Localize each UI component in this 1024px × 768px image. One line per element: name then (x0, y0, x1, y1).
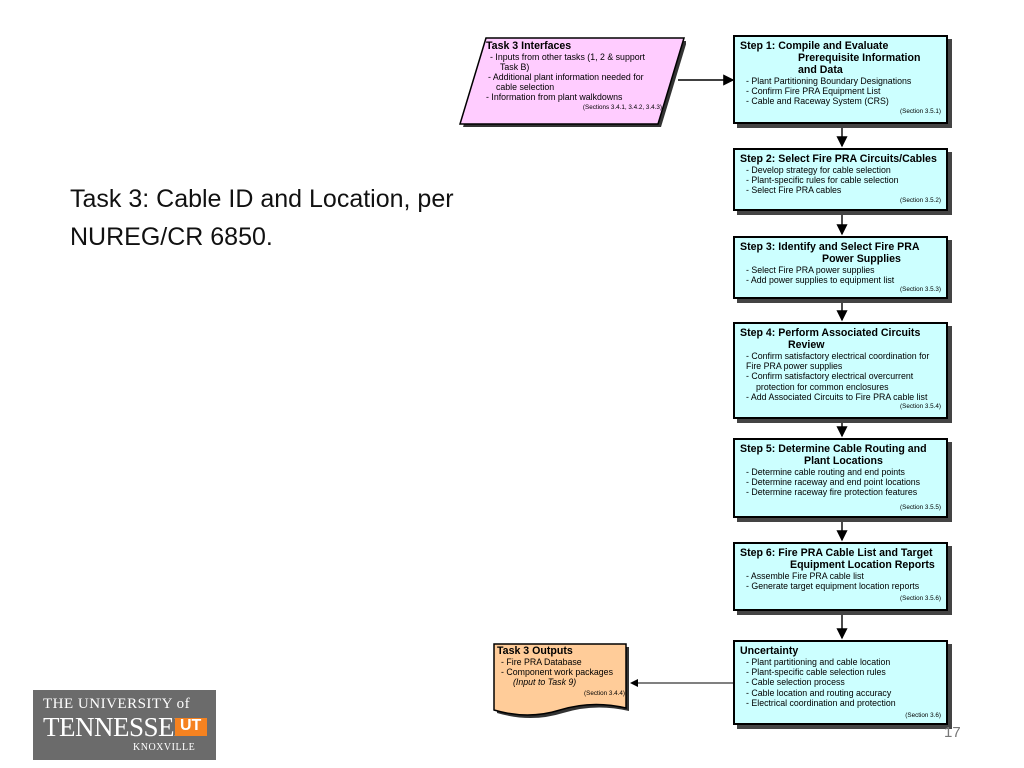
step-3-title: Step 3: Identify and Select Fire PRA (740, 241, 920, 253)
inputs-item: cable selection (496, 82, 555, 92)
step-4-ref: (Section 3.5.4) (900, 403, 941, 411)
step-1-item: - Cable and Raceway System (CRS) (746, 96, 889, 107)
logo-line2: TENNESSEE (43, 712, 191, 742)
step-6-title-cont: Equipment Location Reports (790, 559, 935, 571)
outputs-item: (Input to Task 9) (513, 677, 577, 687)
step-6-title: Step 6: Fire PRA Cable List and Target (740, 547, 933, 559)
outputs-shape (493, 643, 629, 718)
slide-title: Task 3: Cable ID and Location, per NUREG… (70, 185, 454, 251)
step-2-item: - Plant-specific rules for cable selecti… (746, 175, 899, 186)
step-2-title: Step 2: Select Fire PRA Circuits/Cables (740, 153, 937, 165)
ut-text: UT (180, 717, 202, 734)
page-number: 17 (944, 724, 961, 741)
step-2-item: - Develop strategy for cable selection (746, 165, 891, 175)
step-2-box: Step 2: Select Fire PRA Circuits/Cables … (733, 148, 948, 211)
uncertainty-box: Uncertainty - Plant partitioning and cab… (733, 640, 948, 725)
step-3-ref: (Section 3.5.3) (900, 286, 941, 294)
step-5-title: Step 5: Determine Cable Routing and (740, 443, 927, 455)
inputs-item: - Inputs from other tasks (1, 2 & suppor… (490, 52, 645, 62)
step-1-item: - Confirm Fire PRA Equipment List (746, 86, 881, 97)
uncertainty-item: - Cable selection process (746, 677, 845, 688)
inputs-item: Task B) (500, 62, 530, 72)
university-logo: THE UNIVERSITY of TENNESSEE UT KNOXVILLE (33, 690, 216, 760)
outputs-item: - Component work packages (501, 667, 613, 677)
step-5-item: - Determine raceway and end point locati… (746, 477, 921, 488)
step-1-title-cont: Prerequisite Information (798, 52, 921, 64)
step-2-item: - Select Fire PRA cables (746, 185, 842, 196)
step-4-item: - Confirm satisfactory electrical coordi… (746, 351, 930, 361)
inputs-item: - Additional plant information needed fo… (488, 72, 644, 82)
step-1-item: - Plant Partitioning Boundary Designatio… (746, 76, 912, 86)
inputs-item: - Information from plant walkdowns (486, 92, 623, 102)
step-3-item: - Select Fire PRA power supplies (746, 265, 875, 275)
step-3-box: Step 3: Identify and Select Fire PRA Pow… (733, 236, 948, 299)
step-5-item: - Determine raceway fire protection feat… (746, 487, 918, 498)
step-2-ref: (Section 3.5.2) (900, 196, 941, 204)
step-4-title: Step 4: Perform Associated Circuits (740, 327, 921, 339)
step-4-title-cont: Review (788, 339, 825, 351)
step-5-item: - Determine cable routing and end points (746, 467, 905, 477)
logo-line1: THE UNIVERSITY of (43, 696, 191, 712)
step-6-box: Step 6: Fire PRA Cable List and Target E… (733, 542, 948, 611)
step-4-item: Fire PRA power supplies (746, 361, 843, 372)
step-4-item: protection for common enclosures (756, 381, 889, 392)
outputs-title: Task 3 Outputs (497, 645, 573, 657)
outputs-box: Task 3 Outputs - Fire PRA Database - Com… (497, 645, 625, 697)
step-6-ref: (Section 3.5.6) (900, 595, 941, 603)
inputs-title: Task 3 Interfaces (486, 40, 572, 52)
step-1-title: Step 1: Compile and Evaluate (740, 40, 889, 52)
uncertainty-item: - Cable location and routing accuracy (746, 687, 892, 698)
inputs-ref: (Sections 3.4.1, 3.4.2, 3.4.3) (582, 104, 662, 111)
uncertainty-title: Uncertainty (740, 645, 799, 657)
step-1-ref: (Section 3.5.1) (900, 107, 941, 115)
step-1-box: Step 1: Compile and Evaluate Prerequisit… (733, 35, 948, 124)
inputs-shape (458, 37, 686, 127)
uncertainty-ref: (Section 3.6) (905, 712, 941, 720)
step-1-title-cont: and Data (798, 64, 843, 76)
step-3-item: - Add power supplies to equipment list (746, 275, 895, 286)
uncertainty-item: - Plant-specific cable selection rules (746, 667, 886, 678)
ut-mark: UT (175, 717, 207, 736)
step-5-title-cont: Plant Locations (804, 455, 883, 467)
outputs-item: - Fire PRA Database (501, 657, 582, 667)
uncertainty-item: - Electrical coordination and protection (746, 697, 896, 708)
step-5-box: Step 5: Determine Cable Routing and Plan… (733, 438, 948, 518)
step-6-item: - Generate target equipment location rep… (746, 581, 920, 592)
outputs-ref: (Section 3.4.4) (584, 690, 625, 697)
step-4-item: - Confirm satisfactory electrical overcu… (746, 371, 914, 382)
logo-line3: KNOXVILLE (133, 742, 196, 753)
step-4-box: Step 4: Perform Associated Circuits Revi… (733, 322, 948, 419)
uncertainty-item: - Plant partitioning and cable location (746, 657, 891, 667)
step-3-title-cont: Power Supplies (822, 253, 901, 265)
step-5-ref: (Section 3.5.5) (900, 503, 941, 511)
step-4-item: - Add Associated Circuits to Fire PRA ca… (746, 391, 928, 402)
inputs-box: Task 3 Interfaces - Inputs from other ta… (480, 40, 670, 111)
step-6-item: - Assemble Fire PRA cable list (746, 571, 864, 581)
